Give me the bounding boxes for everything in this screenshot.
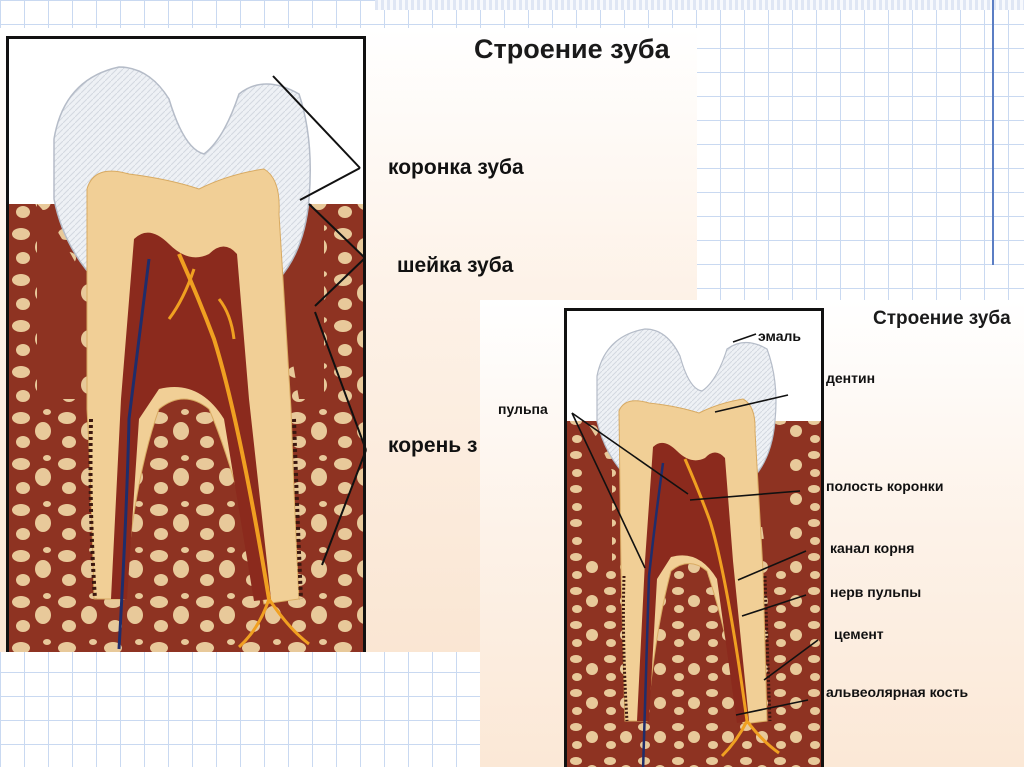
- tooth-illustration-detail: [564, 308, 824, 767]
- label-enamel: эмаль: [758, 328, 801, 344]
- top-decorative-strip: [375, 0, 1024, 10]
- slide-detail: Строение зуба эмаль дентин пульпа полост…: [480, 300, 1024, 767]
- label-alveolar-bone: альвеолярная кость: [826, 684, 968, 700]
- label-crown: коронка зуба: [388, 156, 524, 180]
- label-pulp-nerve: нерв пульпы: [830, 584, 921, 600]
- label-root: корень з: [388, 434, 477, 458]
- label-dentin: дентин: [826, 370, 875, 386]
- label-root-canal: канал корня: [830, 540, 914, 556]
- tooth-cross-section-large: [9, 39, 363, 652]
- slide-detail-title: Строение зуба: [873, 308, 1011, 330]
- tooth-cross-section-small: [567, 311, 821, 767]
- slide-vertical-rule: [992, 0, 994, 265]
- label-neck: шейка зуба: [397, 254, 513, 278]
- label-cement: цемент: [834, 626, 884, 642]
- tooth-illustration-main: [6, 36, 366, 652]
- label-pulp: пульпа: [498, 401, 548, 417]
- label-crown-cavity: полость коронки: [826, 478, 943, 494]
- slide-main-title: Строение зуба: [474, 34, 670, 65]
